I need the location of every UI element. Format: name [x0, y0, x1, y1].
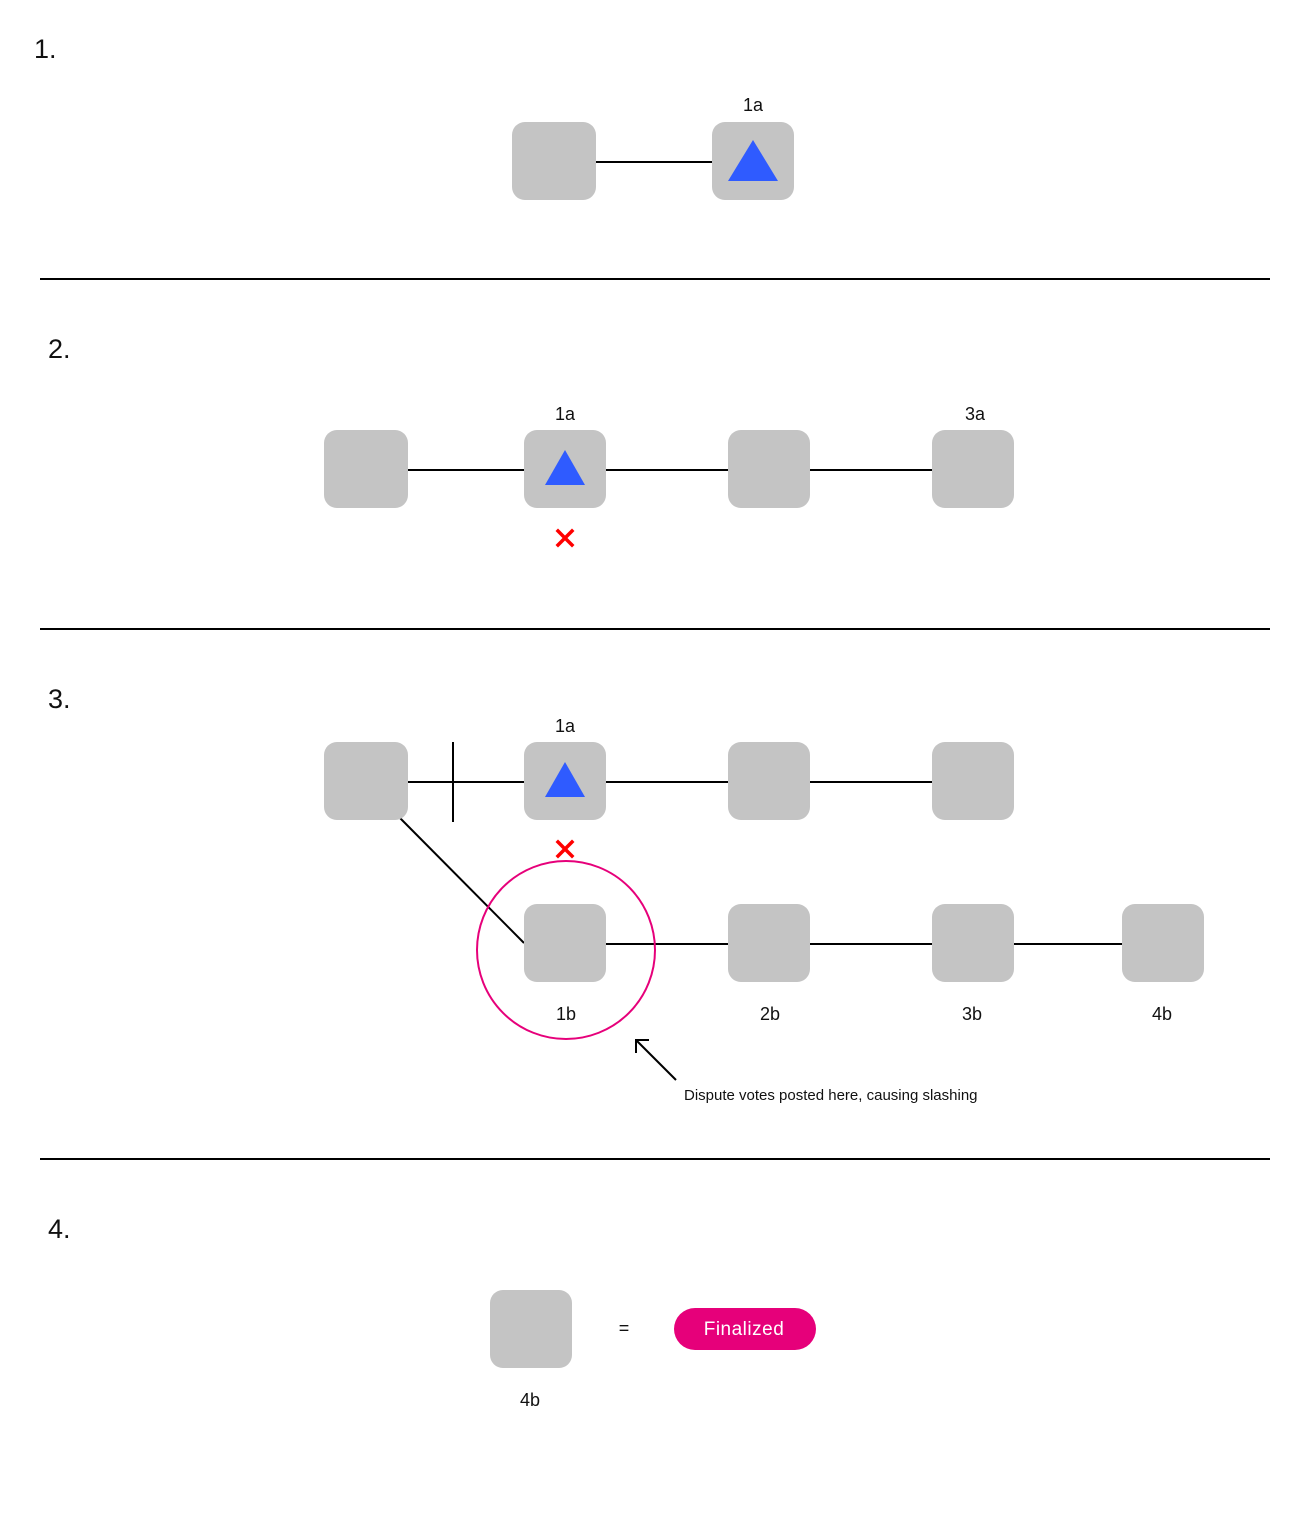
step-4: 4. 4b = Finalized — [48, 1214, 816, 1410]
block-label: 1b — [556, 1004, 576, 1024]
block-label: 4b — [1152, 1004, 1172, 1024]
block-3a — [932, 742, 1014, 820]
block-4b — [490, 1290, 572, 1368]
step-1: 1. 1a — [34, 34, 794, 200]
triangle-icon — [545, 450, 585, 485]
step-number: 1. — [34, 34, 57, 64]
triangle-icon — [728, 140, 778, 181]
block-label: 2b — [760, 1004, 780, 1024]
annotation: Dispute votes posted here, causing slash… — [684, 1087, 978, 1104]
finalized-badge-label: Finalized — [704, 1319, 785, 1340]
cross-icon — [555, 839, 575, 859]
block — [324, 430, 408, 508]
arrow-up-left-icon — [635, 1039, 677, 1081]
block-3b — [932, 904, 1014, 982]
block-label: 1a — [555, 716, 576, 736]
block-3a — [932, 430, 1014, 508]
block-1b — [524, 904, 606, 982]
block — [324, 742, 408, 820]
triangle-icon — [545, 762, 585, 797]
block-label: 1a — [743, 95, 764, 115]
block-label: 3a — [965, 404, 986, 424]
block-label: 1a — [555, 404, 576, 424]
block-4b — [1122, 904, 1204, 982]
step-number: 3. — [48, 684, 71, 714]
block-label: 3b — [962, 1004, 982, 1024]
step-number: 2. — [48, 334, 71, 364]
equals-sign: = — [619, 1318, 630, 1338]
finalized-badge — [674, 1308, 816, 1350]
fork-link — [398, 816, 525, 944]
step-number: 4. — [48, 1214, 71, 1244]
block-2b — [728, 904, 810, 982]
block — [512, 122, 596, 200]
step-3: 3. 1a 1b 2b 3b 4b Dispute votes posted h… — [48, 684, 1204, 1104]
highlight-circle — [476, 860, 656, 1040]
block-label: 4b — [520, 1390, 540, 1410]
block-2a — [728, 742, 810, 820]
cross-icon — [555, 528, 575, 548]
step-2: 2. 1a 3a — [48, 334, 1014, 548]
block-2a — [728, 430, 810, 508]
